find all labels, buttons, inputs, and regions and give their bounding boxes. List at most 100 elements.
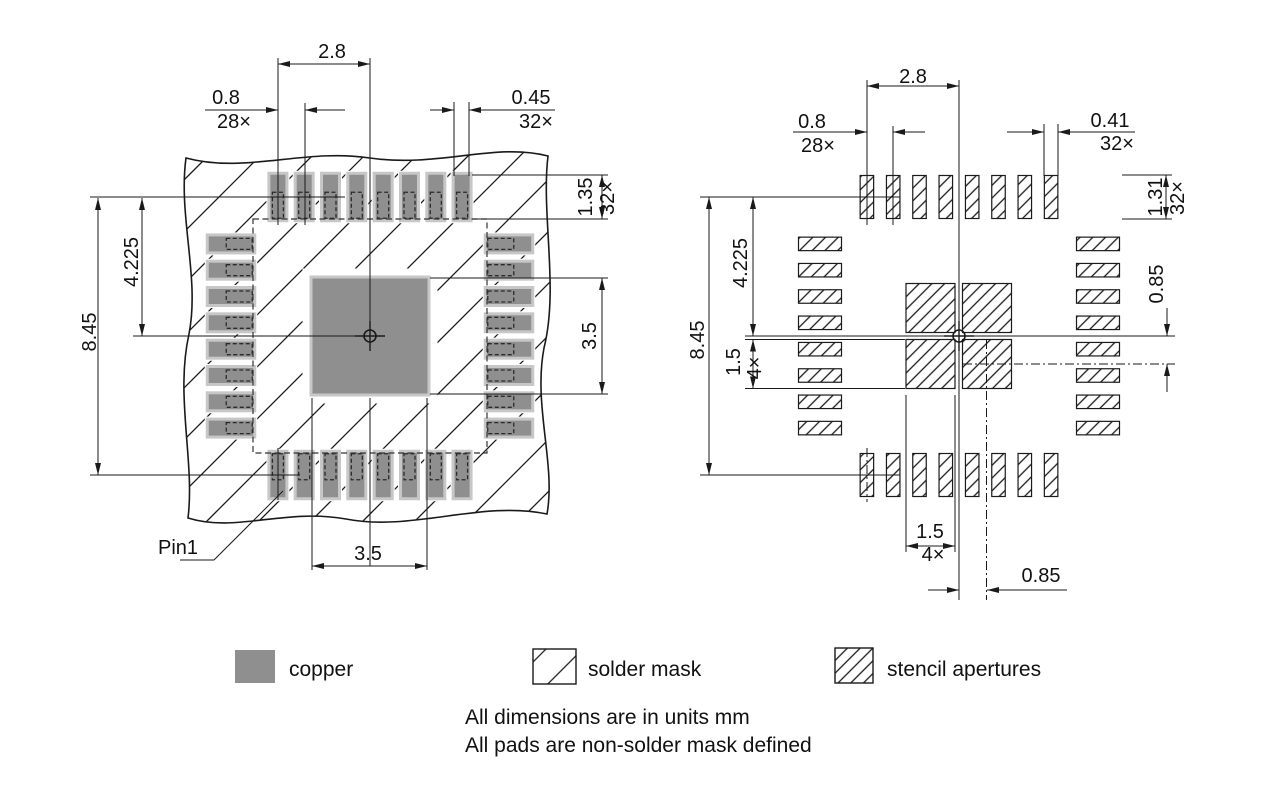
right-view: 2.8 0.8 28× 0.41 32× 1.31 32× 8.45 4.225… [687, 66, 1189, 600]
copper-pad [454, 452, 470, 498]
copper-pad [486, 236, 532, 252]
dim-pad-length: 1.35 [575, 178, 597, 217]
center-target [355, 321, 385, 351]
note-units: All dimensions are in units mm [465, 706, 750, 729]
stencil-aperture [991, 174, 1006, 220]
dim-total-height: 8.45 [79, 313, 101, 352]
hatch-line [63, 129, 495, 561]
package-lead-outline [225, 421, 253, 435]
copper-pad [486, 368, 532, 383]
legend-stencil-label: stencil apertures [887, 658, 1041, 681]
stencil-aperture [991, 452, 1006, 498]
stencil-aperture [797, 289, 843, 304]
copper-pad [208, 262, 254, 278]
stencil-aperture [1075, 341, 1121, 357]
dim-thermal-size-h-count: 4× [922, 544, 945, 566]
extension-lines-left-view [90, 58, 608, 570]
dim-thermal-size-v-count: 4× [744, 357, 766, 380]
package-lead-outline [225, 369, 253, 382]
thermal-stencil-aperture [961, 282, 1013, 334]
extension-line [213, 490, 284, 561]
hatch-line [0, 129, 235, 365]
package-lead-outline [225, 343, 253, 356]
left-view: 2.8 0.8 28× 0.45 32× 1.35 32× 3.5 8.45 4… [0, 41, 911, 570]
package-lead-outline [487, 421, 515, 435]
dim-center-pad-height: 3.5 [579, 322, 601, 350]
copper-pad [208, 289, 254, 304]
package-lead-outline [487, 290, 515, 303]
stencil-aperture [1075, 262, 1121, 278]
hatch-line [479, 129, 911, 561]
copper-pad [208, 236, 254, 252]
stencil-apertures-swatch [834, 647, 874, 684]
copper-pad [402, 452, 417, 498]
package-lead-outline [377, 453, 390, 481]
dim-top-span: 2.8 [318, 41, 346, 63]
package-lead-outline [487, 343, 515, 356]
copper-pad [486, 262, 532, 278]
copper-pad [323, 452, 338, 498]
hatch-line [219, 129, 651, 561]
dimension-lines-left-view [95, 61, 605, 569]
copper-pad [208, 420, 254, 436]
dim-total-height: 8.45 [687, 321, 709, 360]
hatch-line [375, 129, 807, 561]
dim-top-span: 2.8 [899, 66, 927, 88]
package-lead-outline [429, 191, 442, 219]
dim-pad-length-count: 32× [597, 181, 619, 215]
package-lead-outline [487, 237, 515, 251]
hatch-line [0, 129, 287, 417]
thermal-stencil-aperture [905, 338, 956, 390]
note-nsmd: All pads are non-solder mask defined [465, 734, 812, 757]
package-lead-outline [487, 316, 515, 329]
legend-solder-mask-label: solder mask [588, 658, 702, 681]
dim-pitch: 0.8 [212, 87, 240, 109]
package-lead-outline [455, 453, 469, 481]
stencil-aperture [797, 315, 843, 331]
stencil-aperture [1017, 452, 1033, 498]
copper-pad [208, 341, 254, 357]
stencil-aperture [797, 368, 843, 383]
dim-aperture-width: 0.41 [1091, 110, 1130, 132]
package-lead-outline [350, 191, 363, 219]
target-circle [363, 329, 377, 343]
stencil-aperture [1017, 174, 1033, 220]
stencil-aperture [938, 452, 954, 498]
stencil-aperture [912, 452, 927, 498]
copper-pad [402, 174, 417, 220]
dimension-lines-right-view [706, 83, 1170, 593]
stencil-aperture [1075, 315, 1121, 331]
copper-pad [428, 174, 444, 220]
package-lead-outline [455, 191, 469, 219]
dim-aperture-length: 1.31 [1145, 178, 1167, 217]
copper-pad [296, 452, 312, 498]
stencil-aperture [1043, 174, 1059, 220]
package-lead-outline [403, 191, 416, 219]
dim-thermal-size-v: 1.5 [723, 348, 745, 376]
dim-half-height: 4.225 [730, 238, 752, 288]
dim-pad-width: 0.45 [512, 87, 551, 109]
pin1-label: Pin1 [158, 537, 198, 559]
notes: All dimensions are in units mm All pads … [465, 706, 812, 757]
hatch-line [0, 129, 339, 469]
stencil-aperture [938, 174, 954, 220]
dim-half-height: 4.225 [121, 237, 143, 287]
copper-pad [428, 452, 444, 498]
legend-copper-label: copper [289, 658, 353, 681]
copper-pad [208, 394, 254, 410]
dim-thermal-size-h: 1.5 [916, 521, 944, 543]
package-lead-outline [350, 453, 363, 481]
dim-pitch-count: 28× [801, 135, 835, 157]
stencil-aperture [964, 174, 980, 220]
copper-pad [486, 289, 532, 304]
dim-thermal-offset-h: 0.85 [1022, 565, 1061, 587]
package-lead-outline [487, 264, 515, 277]
board-outline [183, 150, 551, 524]
package-lead-outline [225, 264, 253, 277]
dim-pitch-count: 28× [217, 111, 251, 133]
package-lead-outline [487, 369, 515, 382]
copper-pad [486, 341, 532, 357]
copper-pad [208, 315, 254, 331]
stencil-aperture [797, 420, 843, 436]
